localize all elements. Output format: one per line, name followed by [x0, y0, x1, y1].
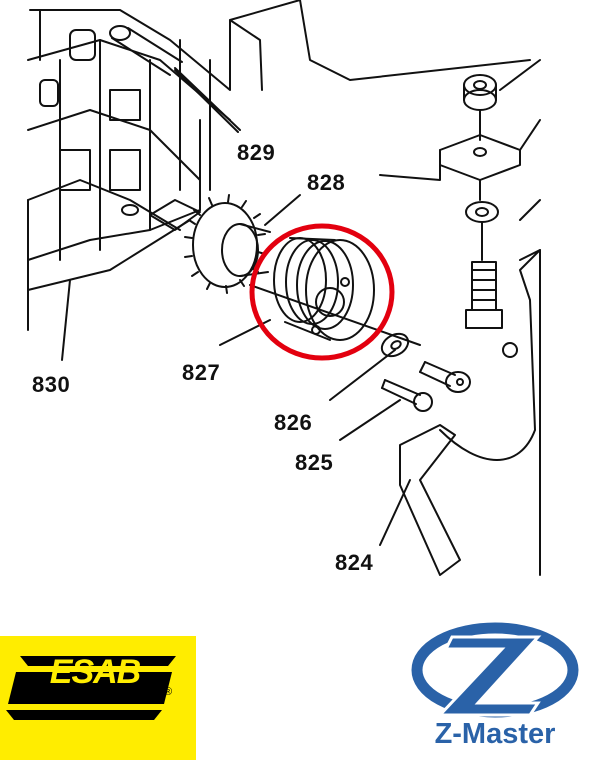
zmaster-logo-text: Z-Master — [434, 718, 556, 750]
callout-830: 830 — [32, 372, 71, 397]
callout-826: 826 — [274, 410, 313, 435]
callout-828: 828 — [307, 170, 346, 195]
housing-frame — [27, 0, 301, 331]
callout-825: 825 — [295, 450, 334, 475]
feed-roller-827 — [249, 237, 421, 346]
zmaster-logo-mark — [411, 622, 579, 718]
gear-828 — [184, 194, 271, 294]
callout-824: 824 — [335, 550, 374, 575]
callout-829: 829 — [237, 140, 276, 165]
pin-829 — [109, 25, 241, 131]
parts-diagram — [27, 0, 541, 576]
callout-827: 827 — [182, 360, 221, 385]
bolt-stack — [299, 0, 541, 576]
screw-826 — [419, 361, 471, 393]
highlight-circle — [249, 223, 395, 361]
bracket-824 — [399, 249, 541, 576]
screw-825 — [381, 379, 433, 412]
esab-logo — [0, 636, 196, 760]
washer-826 — [380, 332, 410, 358]
esab-logo-text: ESAB — [49, 653, 141, 691]
esab-registered-mark: ® — [164, 686, 173, 698]
